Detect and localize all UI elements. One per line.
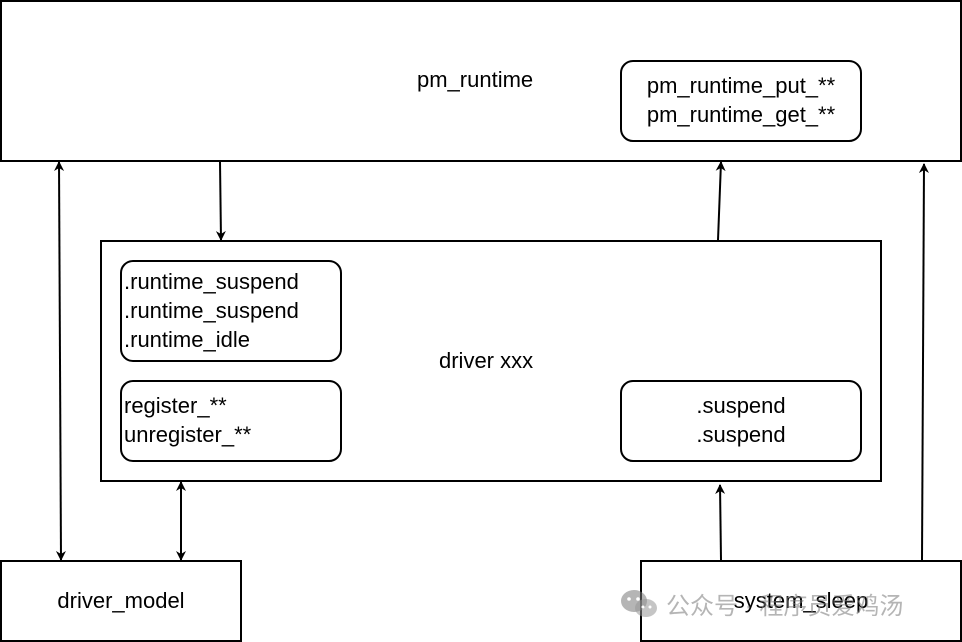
pm-runtime-api-line: pm_runtime_put_** [646, 73, 836, 98]
driver-model-title: driver_model [57, 588, 185, 613]
sleep-op-line: .suspend [696, 393, 786, 418]
sleep-ops-box [620, 380, 862, 462]
pm-runtime-title: pm_runtime [417, 67, 534, 92]
runtime-op-line: .runtime_suspend [124, 269, 299, 294]
pm-runtime-api-lines: pm_runtime_put_** pm_runtime_get_** [620, 71, 862, 129]
system-sleep-box [640, 560, 962, 642]
pm-runtime-api-box [620, 60, 862, 142]
arrow-driver-to-pm-runtime-api [715, 161, 726, 241]
runtime-ops-box [120, 260, 342, 362]
system-sleep-title: system_sleep [733, 588, 869, 613]
arrow-pm-runtime-driver-model [54, 161, 66, 561]
sleep-op-line: .suspend [696, 422, 786, 447]
wechat-icon [621, 589, 657, 617]
runtime-op-line: .runtime_idle [124, 327, 250, 352]
driver-title: driver xxx [439, 348, 534, 373]
register-ops-box [120, 380, 342, 462]
arrow-system-sleep-to-driver [715, 484, 726, 561]
watermark: 公众号 · 程序员爱鸡汤 [620, 586, 903, 621]
sleep-ops-lines: .suspend .suspend [620, 391, 862, 449]
register-ops-lines: register_** unregister_** [124, 391, 251, 449]
arrow-system-sleep-to-pm-runtime [918, 163, 929, 561]
pm-runtime-api-line: pm_runtime_get_** [646, 102, 836, 127]
watermark-text: 公众号 · 程序员爱鸡汤 [666, 593, 904, 620]
register-op-line: register_** [124, 393, 227, 418]
driver-model-box [0, 560, 242, 642]
runtime-op-line: .runtime_suspend [124, 298, 299, 323]
register-op-line: unregister_** [124, 422, 252, 447]
runtime-ops-lines: .runtime_suspend .runtime_suspend .runti… [124, 267, 299, 354]
arrow-pm-runtime-to-driver [215, 161, 226, 241]
